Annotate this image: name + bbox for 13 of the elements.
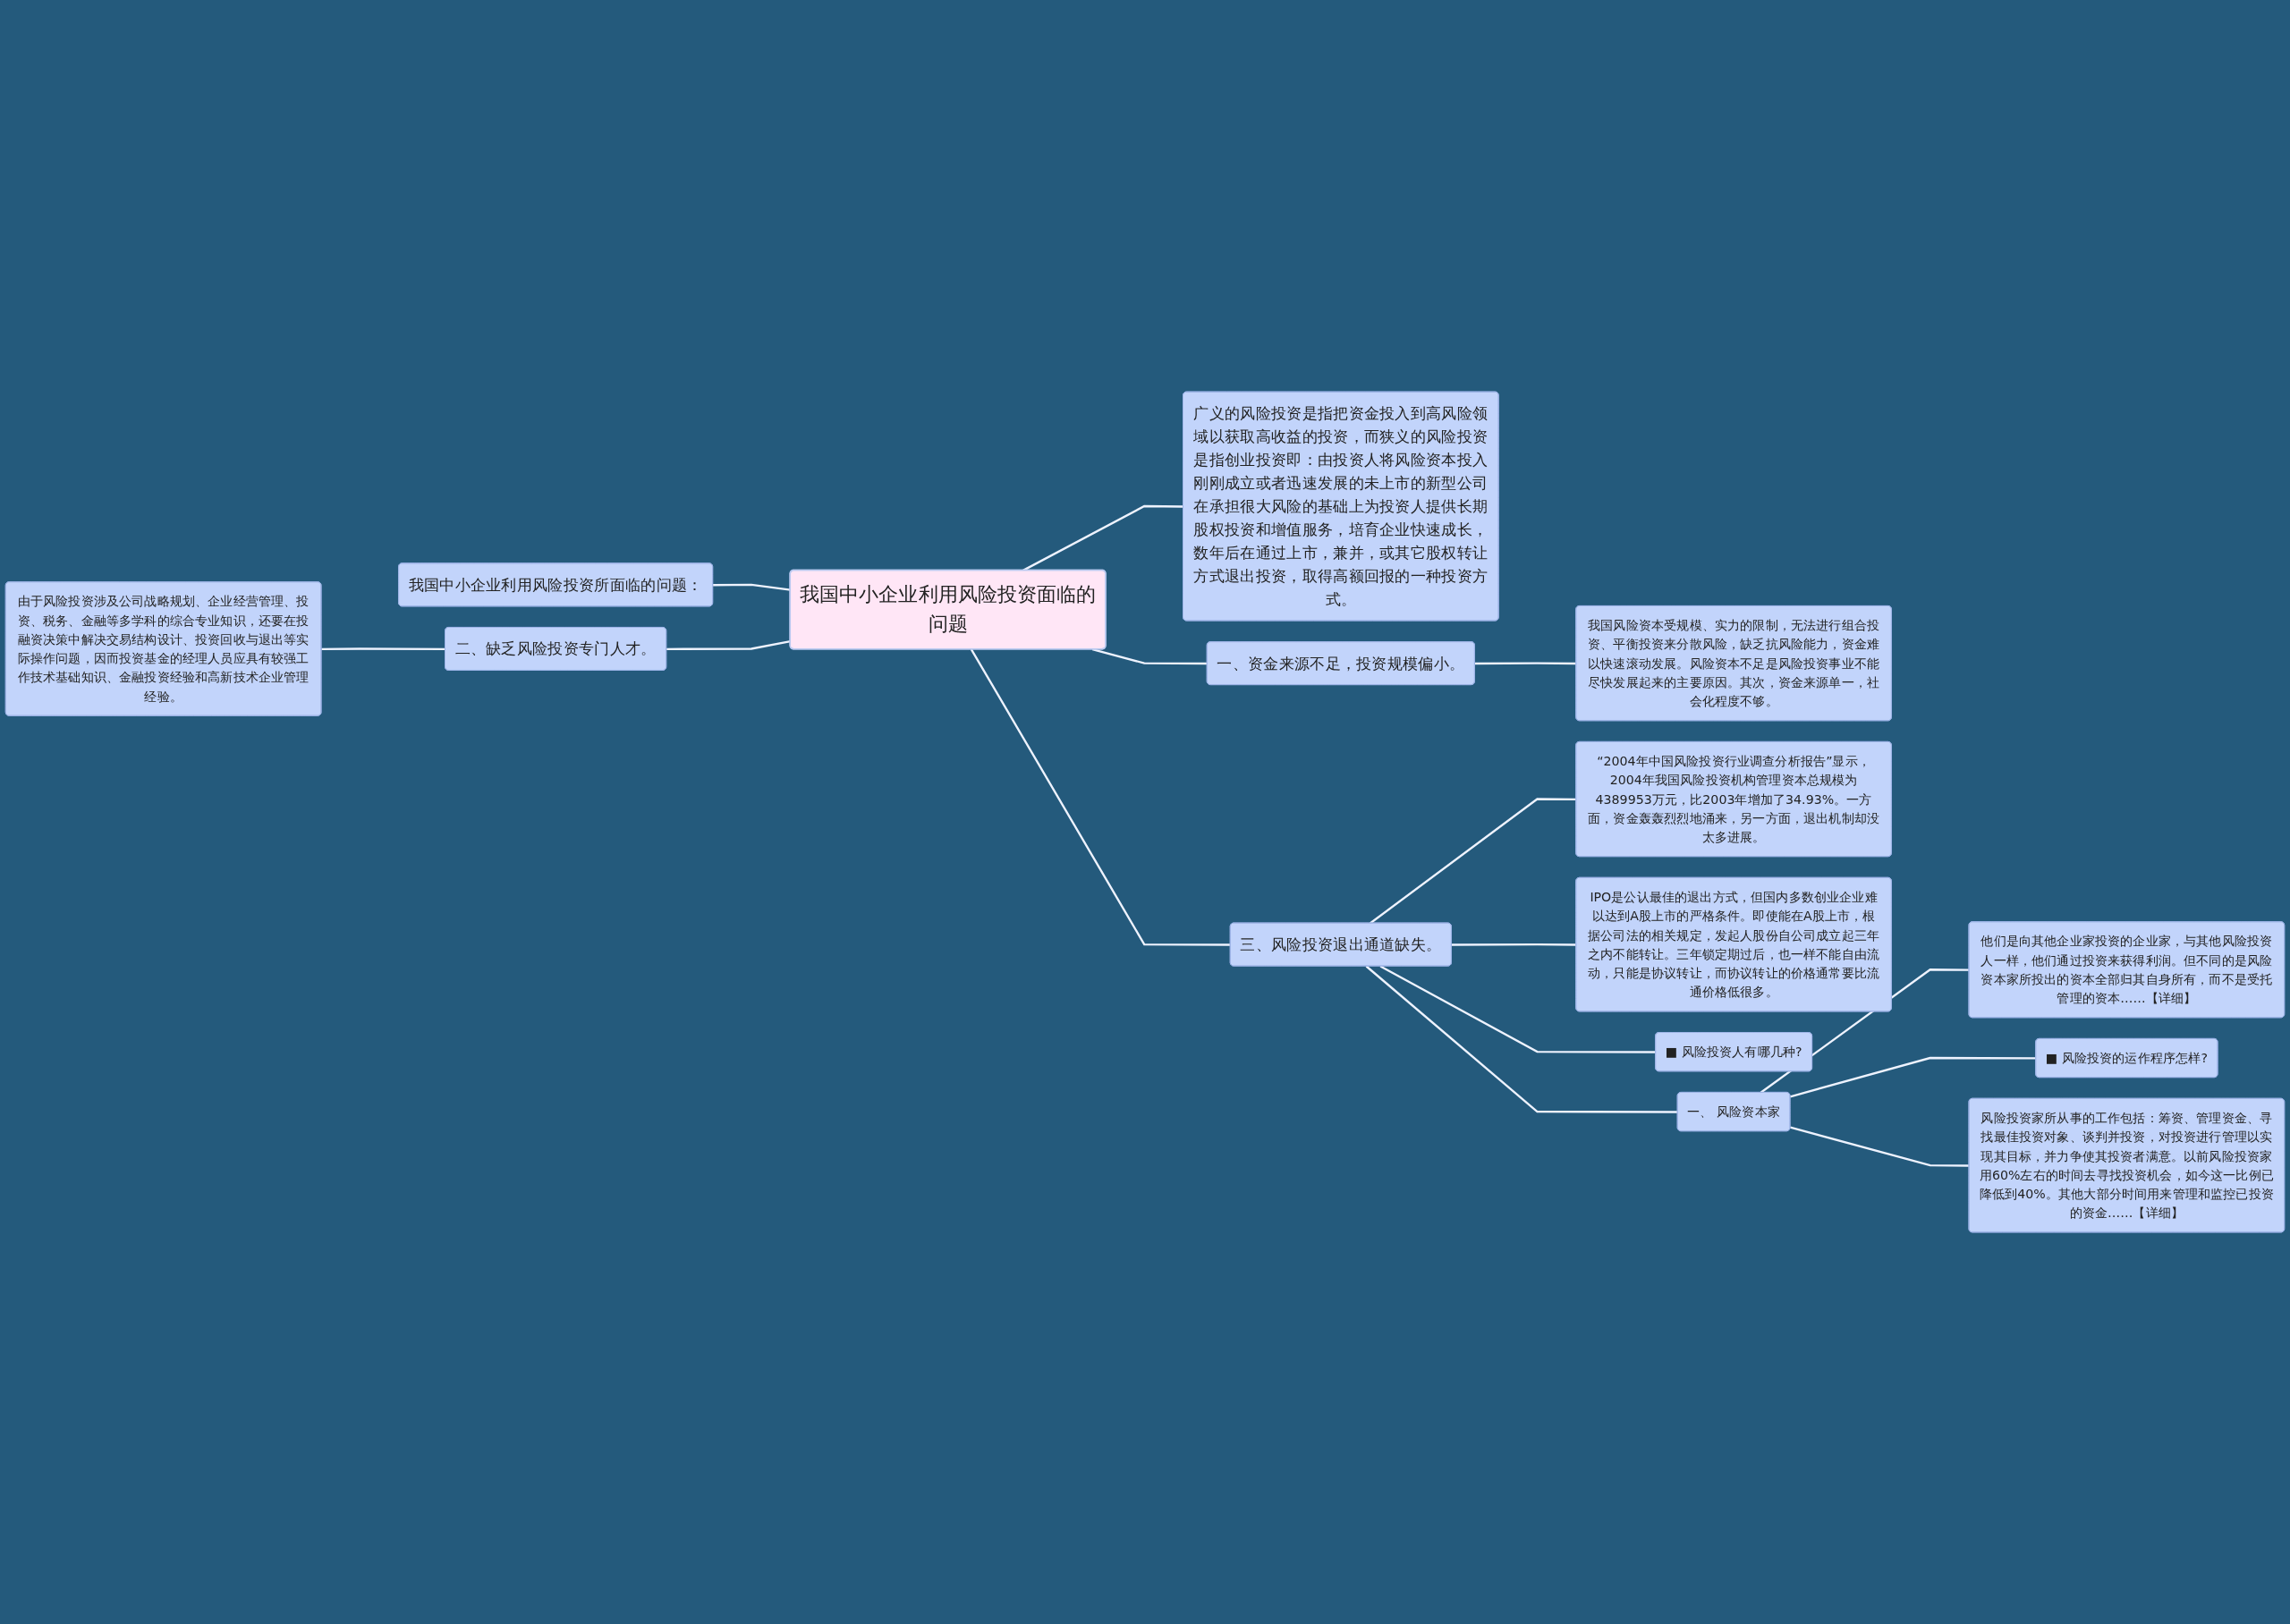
connector: [1474, 662, 1577, 665]
connector: [713, 583, 791, 591]
connector: [1369, 798, 1577, 925]
connector: [1022, 504, 1183, 571]
connector: [1379, 965, 1656, 1053]
connector: [1790, 1126, 1970, 1167]
connector: [1365, 965, 1678, 1113]
connector: [1451, 943, 1577, 946]
connector: [1790, 1056, 2037, 1098]
connector: [666, 640, 791, 651]
connector: [970, 648, 1231, 946]
connector: [1091, 647, 1208, 665]
connector: [321, 647, 445, 651]
